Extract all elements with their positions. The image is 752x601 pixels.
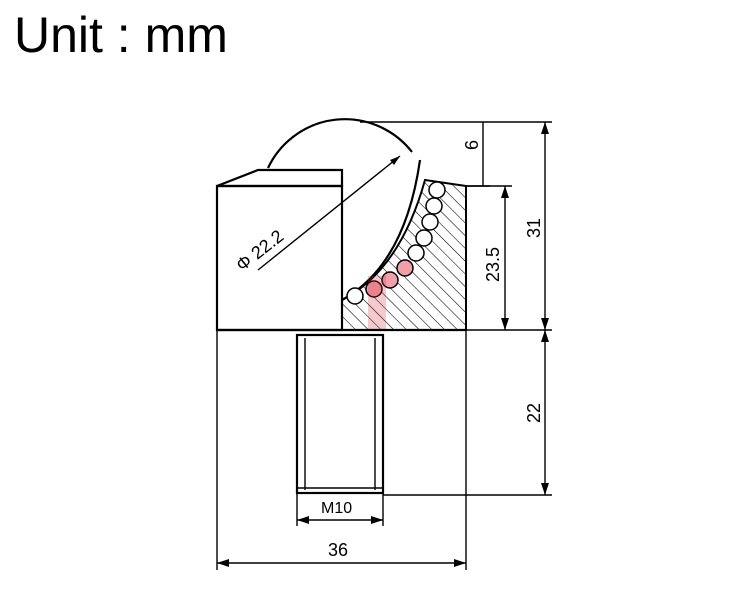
thread-size-label: M10 xyxy=(321,500,352,517)
ball-diameter-line xyxy=(257,155,401,271)
bearing-balls xyxy=(346,181,446,305)
body-outline xyxy=(216,168,344,188)
body-width-label: 36 xyxy=(328,540,348,560)
protrusion-label: 6 xyxy=(462,140,482,150)
thread-length-label: 22 xyxy=(524,403,544,423)
watermark-mark xyxy=(368,276,386,330)
housing-section xyxy=(341,178,467,331)
total-height-label: 31 xyxy=(524,218,544,238)
threaded-stud xyxy=(295,333,385,495)
body-height-label: 23.5 xyxy=(483,247,503,282)
unit-title: Unit : mm xyxy=(14,7,228,63)
ball-outline xyxy=(267,118,413,169)
